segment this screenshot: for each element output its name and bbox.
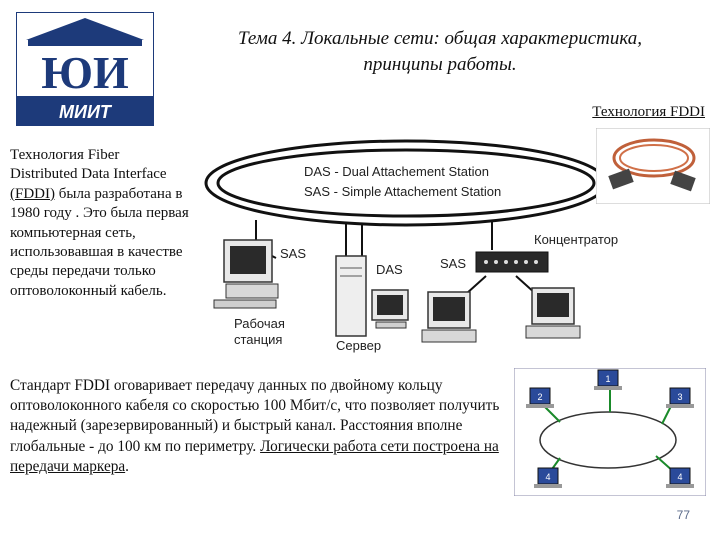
fddi-network-diagram: DAS - Dual Attachement Station SAS - Sim… (196, 128, 636, 360)
svg-text:3: 3 (677, 392, 682, 402)
server-label: Сервер (336, 338, 381, 353)
sas-legend: SAS - Simple Attachement Station (304, 184, 501, 199)
intro-part-4: была разработана в 1980 году . Это была … (10, 185, 189, 299)
ring-node-2: 2 (526, 387, 554, 408)
ring-node-5: 4 (666, 467, 694, 488)
page-number: 77 (676, 508, 690, 522)
standard-part-3: . (125, 457, 129, 475)
ring-node-3: 3 (666, 387, 694, 408)
svg-text:2: 2 (537, 392, 542, 402)
intro-part-2: Distributed Data Interface (10, 166, 167, 183)
workstation-right-1-icon (421, 291, 477, 343)
logo-letters: ЮИ (41, 47, 129, 98)
sas-right-label: SAS (440, 256, 466, 271)
sas-left-label: SAS (280, 246, 306, 261)
inner-ring (216, 148, 596, 218)
section-heading: Технология FDDI (592, 104, 705, 120)
standard-part-1: Стандарт FDDI оговаривает передачу данны… (10, 377, 500, 455)
ring-node-1: 1 (594, 369, 622, 390)
standard-paragraph: Стандарт FDDI оговаривает передачу данны… (10, 376, 510, 477)
fiber-cable-image (595, 127, 711, 205)
token-passing-link[interactable]: Логически работа сети построена на перед… (10, 437, 499, 475)
das-legend: DAS - Dual Attachement Station (304, 164, 489, 179)
workstation-right-2-icon (525, 287, 581, 339)
title-line-1: Тема 4. Локальные сети: общая характерис… (237, 28, 643, 49)
ring-node-4: 4 (534, 467, 562, 488)
das-center-label: DAS (376, 262, 403, 277)
hub-label: Концентратор (534, 232, 618, 247)
intro-part-1: Технология Fiber (10, 147, 120, 163)
workstation-label-2: станция (234, 332, 282, 347)
intro-fddi-link[interactable]: (FDDI) (10, 185, 55, 202)
token-ring-illustration: 1 2 3 4 4 (513, 367, 707, 497)
slide-title: Тема 4. Локальные сети: общая характерис… (170, 26, 710, 78)
intro-paragraph: Технология Fiber Distributed Data Interf… (10, 146, 206, 301)
workstation-left-icon (213, 239, 279, 309)
title-line-2: принципы работы. (363, 54, 517, 75)
server-icon (335, 255, 409, 337)
hub-icon (475, 251, 549, 273)
outer-ring (204, 139, 608, 227)
svg-text:4: 4 (677, 472, 682, 482)
svg-text:4: 4 (545, 472, 550, 482)
workstation-label-1: Рабочая (234, 316, 285, 331)
svg-text:1: 1 (605, 374, 610, 384)
logo-miit: МИИТ (59, 102, 113, 122)
university-logo: ЮИ МИИТ (15, 11, 155, 127)
